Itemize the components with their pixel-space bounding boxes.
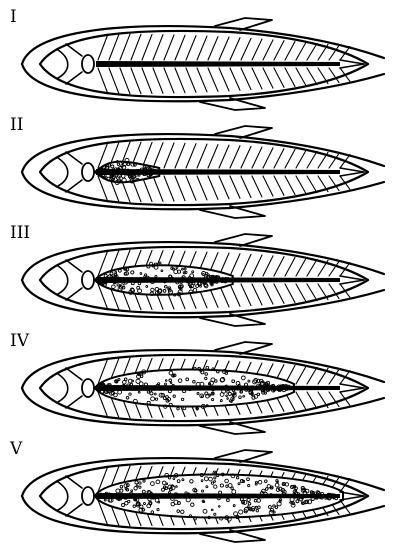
central-axis <box>96 277 340 283</box>
stage-label: V <box>9 439 23 459</box>
stage-4: IV <box>10 331 384 434</box>
central-axis <box>96 385 340 391</box>
base-scale <box>58 476 82 516</box>
central-axis <box>96 169 340 175</box>
tip <box>340 168 364 176</box>
base-scale <box>58 152 82 192</box>
stage-label: II <box>10 115 23 135</box>
embryo-ring <box>82 487 94 505</box>
embryo-ring <box>82 163 94 181</box>
base-scale <box>58 260 82 300</box>
tip <box>340 384 364 392</box>
stage-label: IV <box>10 331 30 351</box>
base-scale <box>58 368 82 408</box>
embryo-ring <box>82 271 94 289</box>
central-axis <box>96 61 340 67</box>
stage-1: I <box>10 7 384 110</box>
stage-3: III <box>10 223 384 326</box>
tip <box>340 276 364 284</box>
embryo-ring <box>82 379 94 397</box>
stage-2: II <box>10 115 384 218</box>
stage-5: V <box>9 439 384 542</box>
stage-label: III <box>10 223 30 243</box>
central-axis <box>96 493 340 499</box>
stage-label: I <box>10 7 17 27</box>
tip <box>340 60 364 68</box>
embryo-ring <box>82 55 94 73</box>
base-scale <box>58 44 82 84</box>
